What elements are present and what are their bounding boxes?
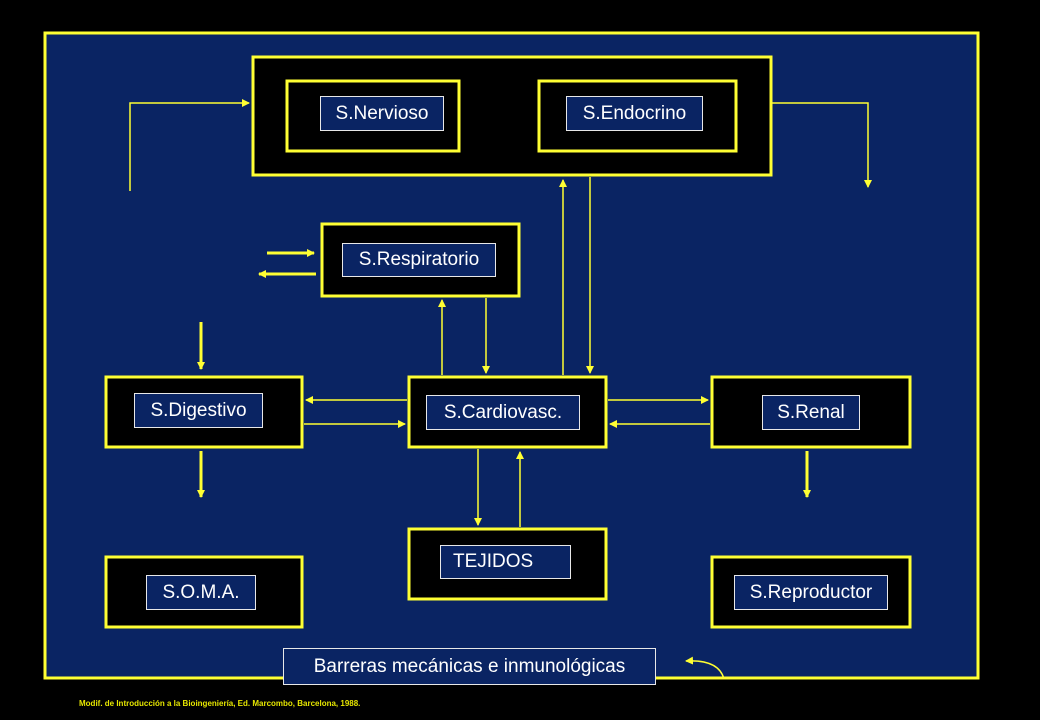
respiratorio-label: S.Respiratorio [342, 243, 496, 277]
cardiovasc-label: S.Cardiovasc. [426, 395, 580, 430]
feedback-arrow-left [129, 99, 250, 191]
source-caption: Modif. de Introducción a la Bioingenierí… [79, 699, 361, 708]
renal-box [710, 375, 912, 449]
barreras-curved-arrow [685, 656, 725, 680]
feedback-arrow-right [771, 102, 872, 188]
barreras-label: Barreras mecánicas e inmunológicas [283, 648, 656, 685]
soma-label: S.O.M.A. [146, 575, 256, 610]
endocrino-label: S.Endocrino [566, 96, 703, 131]
nervioso-label: S.Nervioso [320, 96, 444, 131]
digestivo-label: S.Digestivo [134, 393, 263, 428]
reproductor-label: S.Reproductor [734, 575, 888, 610]
tejidos-label: TEJIDOS [440, 545, 571, 579]
renal-label: S.Renal [762, 395, 860, 430]
